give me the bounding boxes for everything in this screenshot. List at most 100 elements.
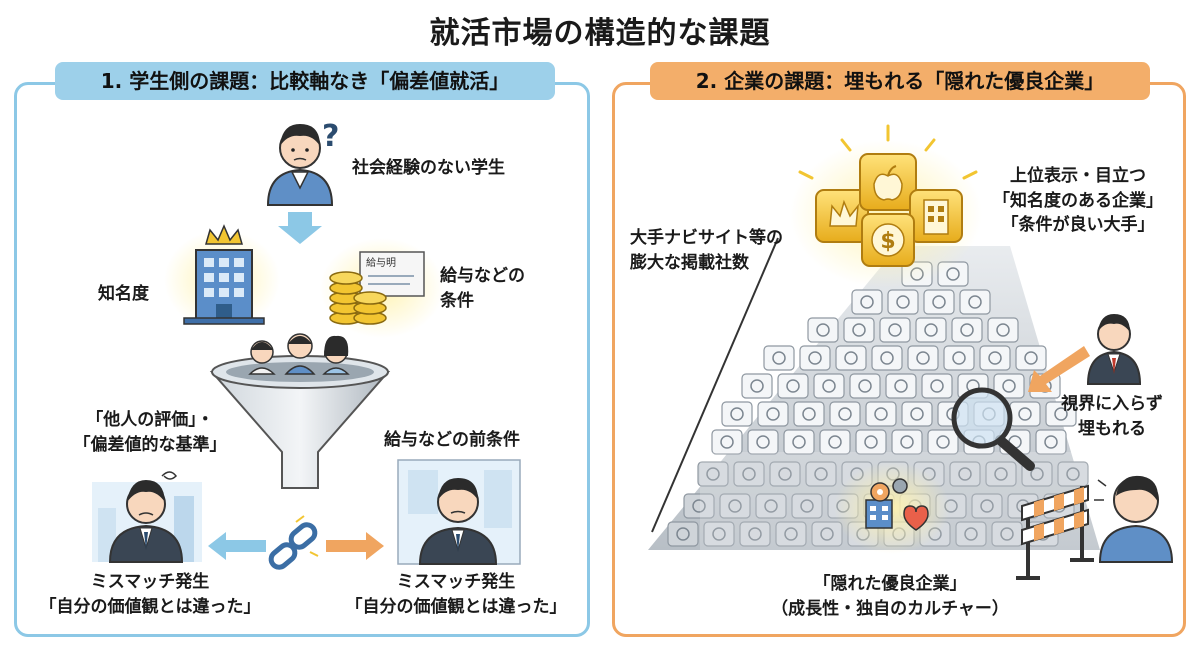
company-logo-icon bbox=[766, 407, 780, 421]
company-tile-icon bbox=[849, 373, 881, 399]
company-tile-icon bbox=[923, 289, 955, 315]
company-logo-icon bbox=[936, 435, 950, 449]
top-line2: 「知名度のある企業」 bbox=[993, 190, 1163, 211]
mismatch-student-left-icon bbox=[92, 471, 202, 563]
company-tile-icon bbox=[871, 345, 903, 371]
hidden-company-icon bbox=[834, 462, 950, 554]
company-logo-icon bbox=[880, 351, 894, 365]
company-logo-icon bbox=[988, 351, 1002, 365]
company-logo-icon bbox=[994, 467, 1008, 481]
company-tile-icon bbox=[955, 521, 987, 547]
company-logo-icon bbox=[814, 467, 828, 481]
businessman-icon bbox=[1086, 314, 1142, 385]
svg-text:?: ? bbox=[322, 119, 339, 154]
company-logo-icon bbox=[852, 323, 866, 337]
building-crown-icon bbox=[164, 224, 280, 330]
company-tile-icon bbox=[915, 317, 947, 343]
others-evaluation-label: 「他人の評価」・ 「偏差値的な基準」 bbox=[60, 408, 240, 457]
company-logo-icon bbox=[946, 267, 960, 281]
company-logo-icon bbox=[792, 435, 806, 449]
company-tile-icon bbox=[805, 461, 837, 487]
company-logo-icon bbox=[784, 527, 798, 541]
company-logo-icon bbox=[932, 295, 946, 309]
company-tile-icon bbox=[763, 345, 795, 371]
company-logo-icon bbox=[888, 323, 902, 337]
company-logo-icon bbox=[676, 527, 690, 541]
company-logo-icon bbox=[958, 467, 972, 481]
company-logo-icon bbox=[980, 499, 994, 513]
company-logo-icon bbox=[996, 323, 1010, 337]
others-eval-line2: 「偏差値的な基準」 bbox=[73, 434, 227, 455]
company-tile-icon bbox=[979, 345, 1011, 371]
company-logo-icon bbox=[1002, 379, 1016, 393]
company-tile-icon bbox=[855, 429, 887, 455]
company-tile-icon bbox=[755, 493, 787, 519]
company-logo-icon bbox=[828, 435, 842, 449]
company-logo-icon bbox=[728, 499, 742, 513]
left-arrow-icon bbox=[208, 532, 266, 560]
company-tile-icon bbox=[783, 429, 815, 455]
company-tile-icon bbox=[819, 429, 851, 455]
salary-label-line2: 条件 bbox=[440, 290, 474, 311]
company-tile-icon bbox=[799, 345, 831, 371]
company-tile-icon bbox=[843, 317, 875, 343]
company-logo-icon bbox=[952, 351, 966, 365]
buried-line2: 埋もれる bbox=[1078, 418, 1146, 439]
company-tile-icon bbox=[1045, 401, 1077, 427]
barrier-icon bbox=[1016, 484, 1094, 580]
mismatch-right-label: ミスマッチ発生 「自分の価値観とは違った」 bbox=[336, 570, 576, 619]
company-tile-icon bbox=[949, 461, 981, 487]
company-tile-icon bbox=[959, 289, 991, 315]
company-tile-icon bbox=[775, 521, 807, 547]
company-logo-icon bbox=[808, 351, 822, 365]
mismatch-left-line2: 「自分の価値観とは違った」 bbox=[39, 596, 261, 617]
company-logo-icon bbox=[1054, 407, 1068, 421]
broken-chain-icon bbox=[268, 515, 319, 570]
company-tile-icon bbox=[741, 373, 773, 399]
navi-line1: 大手ナビサイト等の bbox=[630, 228, 783, 248]
buried-line1: 視界に入らず bbox=[1061, 394, 1163, 414]
company-tile-icon bbox=[757, 401, 789, 427]
mismatch-student-right-icon bbox=[397, 459, 521, 565]
company-logo-icon bbox=[706, 467, 720, 481]
svg-text:$: $ bbox=[880, 229, 895, 254]
company-logo-icon bbox=[1018, 407, 1032, 421]
company-tile-icon bbox=[813, 373, 845, 399]
company-logo-icon bbox=[764, 499, 778, 513]
company-tile-icon bbox=[1009, 401, 1041, 427]
company-tile-icon bbox=[879, 317, 911, 343]
company-logo-icon bbox=[748, 527, 762, 541]
company-logo-icon bbox=[1024, 351, 1038, 365]
company-tile-icon bbox=[811, 521, 843, 547]
funnel-icon bbox=[209, 333, 391, 489]
company-tile-icon bbox=[951, 317, 983, 343]
company-logo-icon bbox=[1000, 527, 1014, 541]
down-arrow-icon bbox=[278, 212, 322, 244]
company-tile-icon bbox=[907, 345, 939, 371]
company-logo-icon bbox=[730, 407, 744, 421]
company-tile-icon bbox=[667, 521, 699, 547]
magnifier-icon bbox=[951, 387, 1035, 471]
right-arrow-icon bbox=[326, 532, 384, 560]
company-logo-icon bbox=[800, 499, 814, 513]
company-tile-icon bbox=[1057, 461, 1089, 487]
mismatch-right-line1: ミスマッチ発生 bbox=[396, 572, 516, 592]
navi-site-label: 大手ナビサイト等の 膨大な掲載社数 bbox=[630, 226, 783, 275]
top-line1: 上位表示・目立つ bbox=[1010, 166, 1146, 186]
company-logo-icon bbox=[772, 351, 786, 365]
company-logo-icon bbox=[864, 435, 878, 449]
salary-label-line1: 給与などの bbox=[440, 266, 525, 286]
company-logo-icon bbox=[960, 323, 974, 337]
company-logo-icon bbox=[742, 467, 756, 481]
student-icon: ? bbox=[266, 119, 339, 206]
mismatch-left-line1: ミスマッチ発生 bbox=[90, 572, 210, 592]
company-tile-icon bbox=[927, 429, 959, 455]
fame-label: 知名度 bbox=[98, 284, 149, 304]
student-panel-heading: 1. 学生側の課題：比較軸なき「偏差値就活」 bbox=[55, 62, 555, 100]
company-logo-icon bbox=[874, 407, 888, 421]
page-title: 就活市場の構造的な課題 bbox=[429, 16, 771, 51]
company-logo-icon bbox=[750, 379, 764, 393]
hidden-line2: （成長性・独自のカルチャー） bbox=[771, 598, 1009, 619]
company-tile-icon bbox=[1035, 429, 1067, 455]
